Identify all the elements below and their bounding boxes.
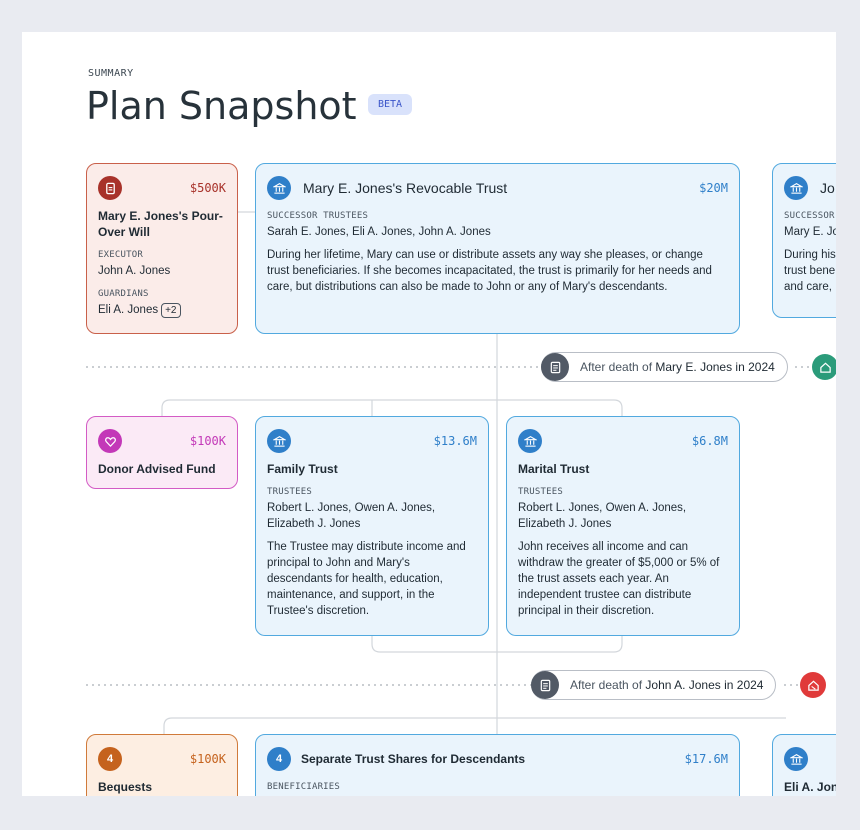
- partial-share-name: Eli A. Jone: [784, 780, 836, 794]
- guardians-more-badge[interactable]: +2: [161, 303, 181, 318]
- will-name: Mary E. Jones's Pour-Over Will: [98, 209, 223, 239]
- family-trust-amount: $13.6M: [433, 434, 477, 448]
- marital-trust-card[interactable]: $6.8M Marital Trust TRUSTEES Robert L. J…: [506, 416, 740, 636]
- family-trustees-label: TRUSTEES: [267, 487, 312, 497]
- note-icon: [531, 671, 559, 699]
- guardians-value: Eli A. Jones: [98, 304, 159, 316]
- family-trustees-value: Robert L. Jones, Owen A. Jones, Elizabet…: [267, 502, 436, 530]
- beta-badge: BETA: [368, 94, 413, 115]
- marital-trustees-label: TRUSTEES: [518, 487, 563, 497]
- bank-icon: [518, 429, 542, 453]
- shares-count-badge: 4: [267, 747, 291, 771]
- note-icon: [541, 353, 569, 381]
- fund-name: Donor Advised Fund: [98, 462, 216, 476]
- beneficiaries-label: BENEFICIARIES: [267, 782, 341, 792]
- heart-gift-icon: [98, 429, 122, 453]
- house-icon[interactable]: [812, 354, 836, 380]
- event-pill-mary[interactable]: After death of Mary E. Jones in 2024: [541, 352, 788, 382]
- shares-name: Separate Trust Shares for Descendants: [301, 752, 526, 766]
- marital-trust-description: John receives all income and can withdra…: [518, 541, 720, 617]
- will-amount: $500K: [189, 181, 226, 195]
- partial-trust-name: Jo: [820, 180, 835, 196]
- marital-trustees-value: Robert L. Jones, Owen A. Jones, Elizabet…: [518, 502, 687, 530]
- connector-lines: [86, 211, 812, 740]
- separate-shares-card[interactable]: 4 Separate Trust Shares for Descendants …: [255, 734, 740, 796]
- partial-trust-card[interactable]: Jo SUCCESSOR Mary E. Jo During his trust…: [772, 163, 836, 318]
- event-suffix: in 2024: [720, 678, 764, 692]
- bequests-amount: $100K: [189, 752, 226, 766]
- event-prefix: After death of: [570, 678, 646, 692]
- revocable-trust-card[interactable]: Mary E. Jones's Revocable Trust $20M SUC…: [255, 163, 740, 334]
- event-person: Mary E. Jones: [655, 360, 733, 374]
- revocable-trust-amount: $20M: [699, 181, 728, 195]
- partial-trustees-label: SUCCESSOR: [784, 211, 835, 221]
- successor-trustees-value: Sarah E. Jones, Eli A. Jones, John A. Jo…: [267, 226, 491, 238]
- partial-description: During his trust bene and care,: [784, 249, 836, 293]
- document-icon: [98, 176, 122, 200]
- event-prefix: After death of: [580, 360, 656, 374]
- family-trust-name: Family Trust: [267, 462, 338, 476]
- house-alert-icon[interactable]: [800, 672, 826, 698]
- bank-icon: [784, 176, 808, 200]
- shares-amount: $17.6M: [684, 752, 728, 766]
- bank-icon: [267, 429, 291, 453]
- executor-label: EXECUTOR: [98, 250, 143, 260]
- guardians-label: GUARDIANS: [98, 289, 149, 299]
- bank-icon: [267, 176, 291, 200]
- revocable-trust-name: Mary E. Jones's Revocable Trust: [303, 180, 508, 196]
- fund-amount: $100K: [189, 434, 226, 448]
- event-pill-john[interactable]: After death of John A. Jones in 2024: [531, 670, 777, 700]
- family-trust-description: The Trustee may distribute income and pr…: [267, 541, 466, 617]
- bequests-count-badge: 4: [98, 747, 122, 771]
- pour-over-will-card[interactable]: $500K Mary E. Jones's Pour-Over Will EXE…: [86, 163, 238, 334]
- revocable-trust-description: During her lifetime, Mary can use or dis…: [267, 249, 712, 293]
- bank-icon: [784, 747, 808, 771]
- donor-advised-fund-card[interactable]: $100K Donor Advised Fund: [86, 416, 238, 489]
- bequests-card[interactable]: 4 $100K Bequests: [86, 734, 238, 796]
- executor-value: John A. Jones: [98, 265, 171, 277]
- family-trust-card[interactable]: $13.6M Family Trust TRUSTEES Robert L. J…: [255, 416, 489, 636]
- event-person: John A. Jones: [645, 678, 721, 692]
- bequests-name: Bequests: [98, 780, 153, 794]
- marital-trust-name: Marital Trust: [518, 462, 590, 476]
- partial-trustees-value: Mary E. Jo: [784, 226, 836, 238]
- page-title: Plan Snapshot: [86, 84, 357, 128]
- section-eyebrow: SUMMARY: [88, 68, 134, 79]
- successor-trustees-label: SUCCESSOR TRUSTEES: [267, 211, 369, 221]
- plan-canvas: SUMMARY Plan Snapshot BETA $500K Mary E.…: [22, 32, 836, 796]
- event-suffix: in 2024: [732, 360, 775, 374]
- marital-trust-amount: $6.8M: [691, 434, 728, 448]
- partial-share-card[interactable]: Eli A. Jone: [772, 734, 836, 796]
